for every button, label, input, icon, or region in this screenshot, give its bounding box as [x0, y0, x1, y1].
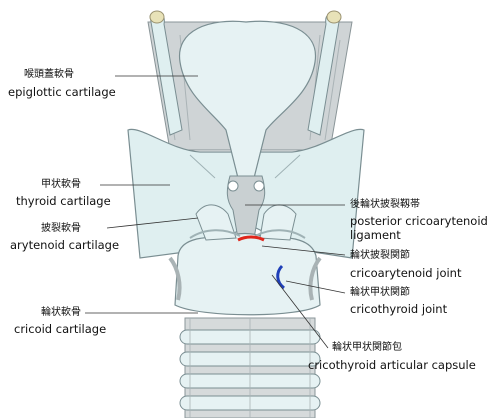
label-crico-thy-joint-ja: 輪状甲状関節	[350, 287, 410, 298]
label-post-crico-lig-en1: posterior cricoarytenoid	[350, 214, 488, 228]
label-thyroid-en: thyroid cartilage	[16, 194, 111, 208]
trachea	[179, 317, 321, 418]
label-crico-ary-joint-en: cricoarytenoid joint	[350, 266, 462, 280]
cricoid-cartilage-shape	[174, 232, 321, 316]
label-crico-thy-capsule-en: cricothyroid articular capsule	[308, 358, 476, 372]
label-arytenoid-en: arytenoid cartilage	[10, 238, 120, 252]
label-post-crico-lig-en2: ligament	[350, 228, 401, 242]
label-arytenoid-ja: 披裂軟骨	[41, 223, 81, 234]
label-thyroid-ja: 甲状軟骨	[41, 179, 81, 190]
label-epiglottis-en: epiglottic cartilage	[8, 85, 116, 99]
posterior-cricoarytenoid-ligament-mark	[237, 235, 265, 242]
leader-lines	[85, 75, 346, 349]
label-cricoid-en: cricoid cartilage	[14, 322, 107, 336]
label-crico-thy-joint-en: cricothyroid joint	[350, 302, 448, 316]
label-cricoid-ja: 輪状軟骨	[41, 307, 81, 318]
label-epiglottis-ja: 喉頭蓋軟骨	[24, 69, 74, 80]
label-crico-ary-joint-ja: 輪状披裂関節	[350, 250, 410, 261]
cricothyroid-joint-mark	[276, 264, 285, 290]
label-post-crico-lig-ja: 後輪状披裂靱帯	[350, 199, 420, 210]
label-crico-thy-capsule-ja: 輪状甲状関節包	[332, 342, 402, 353]
